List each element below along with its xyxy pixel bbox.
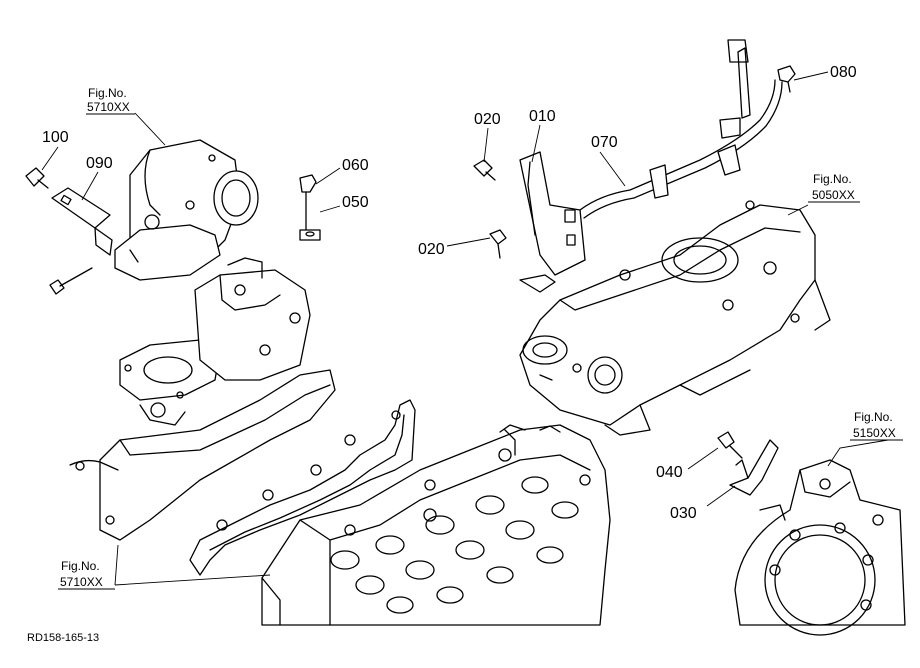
part-label-020-upper[interactable]: 020 xyxy=(474,111,501,128)
bolt-lower-left-drawing xyxy=(49,267,93,295)
bolt-020-upper-drawing xyxy=(473,159,496,181)
bracket-030-drawing xyxy=(729,439,779,496)
part-label-080[interactable]: 080 xyxy=(830,64,857,81)
pipe-070-drawing xyxy=(579,39,783,219)
fig-ref-manifold-line2: 5710XX xyxy=(60,575,103,589)
part-label-070[interactable]: 070 xyxy=(591,134,618,151)
fig-ref-manifold-line1: Fig.No. xyxy=(61,559,100,573)
head-cover-drawing xyxy=(519,200,831,436)
thermostat-housing-drawing xyxy=(114,139,259,281)
fig-ref-thermostat[interactable]: Fig.No. 5710XX xyxy=(86,86,135,115)
fig-ref-head-cover[interactable]: Fig.No. 5050XX xyxy=(808,172,860,203)
bolt-040-drawing xyxy=(717,431,743,459)
fig-ref-gear-case[interactable]: Fig.No. 5150XX xyxy=(850,410,903,441)
fig-ref-manifold[interactable]: Fig.No. 5710XX xyxy=(58,559,115,590)
fig-ref-head-cover-line2: 5050XX xyxy=(812,188,855,202)
washer-050-drawing xyxy=(299,205,321,241)
part-label-040[interactable]: 040 xyxy=(656,464,683,481)
water-manifold-drawing xyxy=(69,257,336,541)
bolt-020-lower-drawing xyxy=(489,229,507,259)
bracket-010-drawing xyxy=(519,151,586,293)
figure-references: Fig.No. 5710XX Fig.No. 5050XX Fig.No. 51… xyxy=(58,86,903,590)
gear-case-drawing xyxy=(734,459,906,636)
part-labels: 100 090 060 050 020 010 070 080 020 040 … xyxy=(42,64,857,522)
manifold-gasket-drawing xyxy=(189,399,416,576)
fig-ref-gear-case-line2: 5150XX xyxy=(853,426,896,440)
part-label-030[interactable]: 030 xyxy=(670,505,697,522)
leader-lines xyxy=(41,71,889,586)
cylinder-head-drawing xyxy=(261,424,611,626)
part-label-050[interactable]: 050 xyxy=(342,194,369,211)
fig-ref-thermostat-line1: Fig.No. xyxy=(88,86,127,100)
part-label-020-lower[interactable]: 020 xyxy=(418,241,445,258)
part-label-100[interactable]: 100 xyxy=(42,129,69,146)
fig-ref-gear-case-line1: Fig.No. xyxy=(854,410,893,424)
bolt-060-drawing xyxy=(299,174,317,231)
part-label-060[interactable]: 060 xyxy=(342,157,369,174)
drawing-code: RD158-165-13 xyxy=(27,632,99,644)
bracket-090-drawing xyxy=(51,187,113,256)
bolt-080-drawing xyxy=(777,65,796,93)
bolt-100-drawing xyxy=(25,167,49,189)
fig-ref-head-cover-line1: Fig.No. xyxy=(813,172,852,186)
part-label-090[interactable]: 090 xyxy=(86,155,113,172)
part-label-010[interactable]: 010 xyxy=(529,108,556,125)
fig-ref-thermostat-line2: 5710XX xyxy=(87,100,130,114)
